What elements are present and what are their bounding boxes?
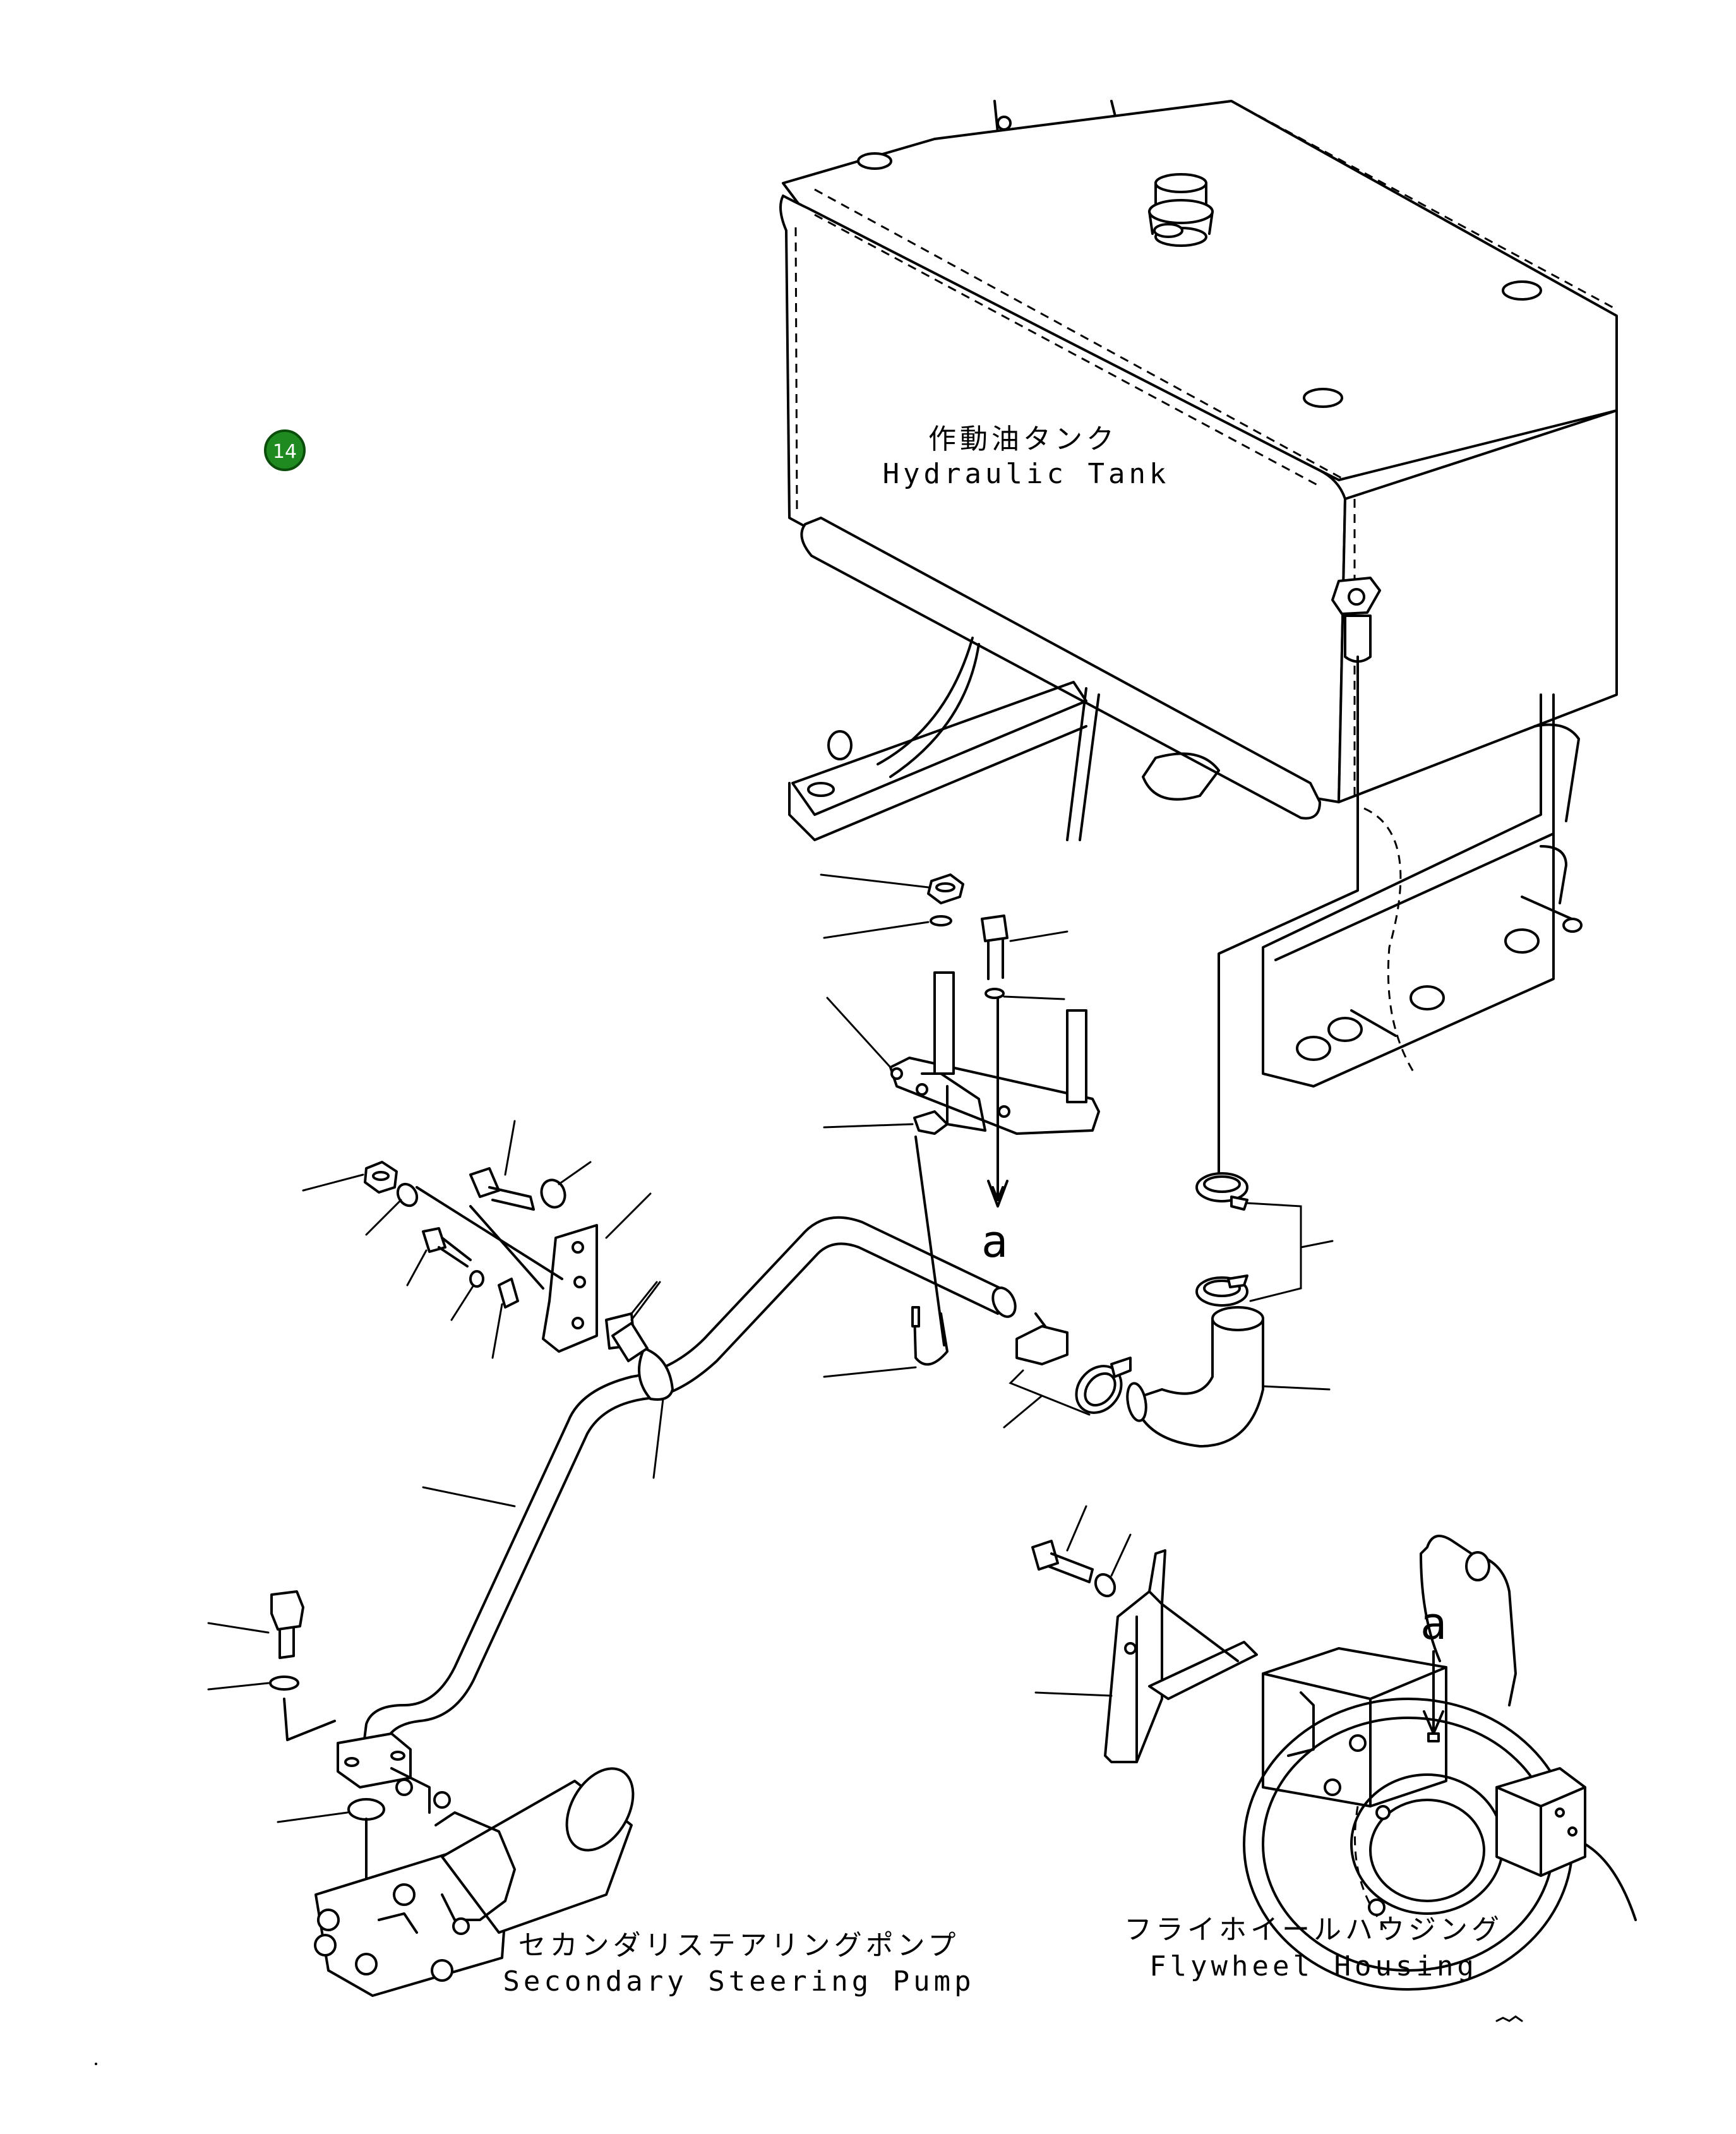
item-badge-number: 14 [273, 441, 297, 463]
corner-mark [1495, 2015, 1523, 2022]
reference-a-bottom: a [1420, 1598, 1447, 1650]
secondary-pump-label-jp: セカンダリステアリングポンプ [518, 1929, 960, 1962]
bracket-assembly: a [820, 873, 1100, 1378]
stray-dot [95, 2063, 97, 2065]
flywheel-housing: a フライホイールハウジング Flywheel Housing [1031, 1505, 1637, 1991]
hydraulic-tank: 作動油タンク Hydraulic Tank [779, 100, 1618, 1088]
secondary-steering-pump: セカンダリステアリングポンプ Secondary Steering Pump [314, 1767, 974, 1998]
item-badge[interactable]: 14 [264, 429, 306, 471]
hydraulic-tank-label-en: Hydraulic Tank [883, 458, 1170, 490]
steering-pipe [337, 1216, 1017, 1789]
hose-clamps [1003, 1172, 1334, 1448]
drain-leader-line [1218, 656, 1359, 1189]
reference-a-top: a [981, 1216, 1008, 1268]
left-bracket-fasteners [302, 1120, 661, 1362]
flywheel-housing-label-jp: フライホイールハウジング [1124, 1914, 1503, 1946]
pump-flange-fasteners [207, 1590, 385, 1890]
secondary-pump-label-en: Secondary Steering Pump [503, 1965, 974, 1998]
hydraulic-tank-label-jp: 作動油タンク [928, 423, 1118, 455]
flywheel-housing-label-en: Flywheel Housing [1149, 1950, 1478, 1982]
